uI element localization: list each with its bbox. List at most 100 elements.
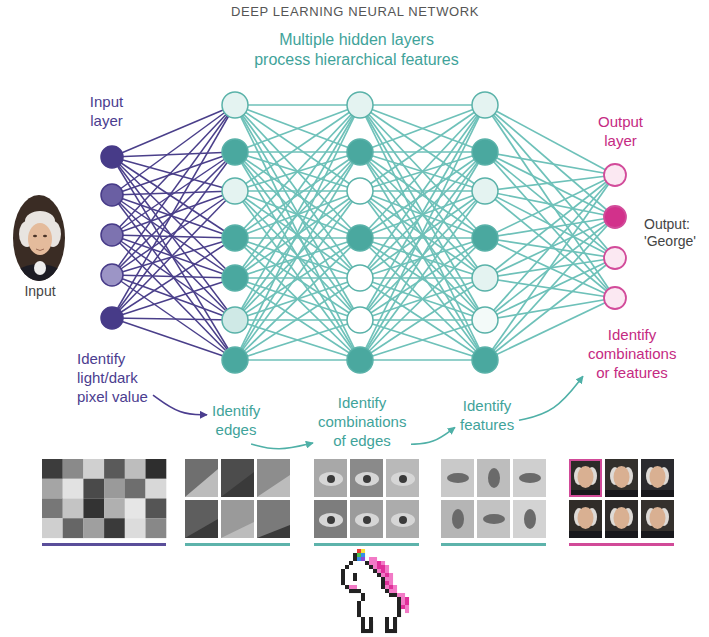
feature-blob (399, 516, 407, 524)
stage-label: Identify edges (209, 398, 263, 442)
unicorn-pixel (373, 573, 377, 577)
unicorn-pixel (377, 617, 381, 621)
unicorn-pixel (385, 593, 389, 597)
unicorn-pixel (357, 581, 361, 585)
feature-tile (314, 459, 347, 497)
unicorn-pixel (381, 569, 385, 573)
unicorn-pixel (365, 581, 369, 585)
connection-line (360, 191, 485, 278)
tile-ground (641, 500, 674, 538)
unicorn-pixel (381, 573, 385, 577)
tile-ground (477, 459, 510, 497)
unicorn-pixel (345, 581, 349, 585)
portrait-eye (33, 235, 37, 237)
connection-line (112, 235, 235, 320)
connection-line (112, 195, 235, 360)
face-coat (569, 531, 602, 538)
label-box: Output: 'George' (644, 216, 696, 250)
tile-ground (605, 459, 638, 497)
neuron (101, 307, 123, 329)
unicorn-pixel (361, 585, 365, 589)
unicorn-pixel (357, 561, 361, 565)
label-box: Output layer (598, 112, 643, 150)
unicorn-pixel (365, 593, 369, 597)
unicorn-pixel (373, 601, 377, 605)
unicorn-pixel (341, 573, 345, 577)
connection-line (112, 157, 235, 360)
connection-line (485, 152, 615, 175)
unicorn-pixel (385, 601, 389, 605)
portrait-eye (43, 235, 47, 237)
connection-line (235, 152, 360, 360)
unicorn-sprite (341, 549, 409, 633)
unicorn-pixel (361, 621, 365, 625)
connection-line (235, 152, 360, 320)
unicorn-pixel (389, 609, 393, 613)
pixel-tile (104, 518, 125, 538)
unicorn-pixel (361, 573, 365, 577)
pixel-tile (104, 499, 125, 519)
unicorn-pixel (353, 585, 357, 589)
face-skin (614, 507, 630, 529)
stage-label: Identify light/dark pixel value (74, 346, 151, 409)
connection-line (360, 152, 485, 320)
unicorn-pixel (393, 629, 397, 633)
connection-line (235, 191, 360, 360)
unicorn-pixel (393, 601, 397, 605)
connection-line (360, 278, 485, 360)
portrait-ground (10, 192, 70, 284)
connection-line (485, 258, 615, 360)
unicorn-pixel (385, 565, 389, 569)
unicorn-pixel (381, 601, 385, 605)
pixel-tile (146, 499, 167, 519)
tile-ground (569, 459, 602, 497)
unicorn-pixel (377, 573, 381, 577)
face-coat (605, 531, 638, 538)
unicorn-pixel (361, 565, 365, 569)
unicorn-pixel (381, 593, 385, 597)
group-underline (569, 543, 674, 546)
connection-line (112, 278, 235, 318)
edge-shade (257, 525, 290, 538)
connection-line (360, 320, 485, 360)
unicorn-pixel (357, 549, 361, 553)
unicorn-pixel (397, 597, 401, 601)
unicorn-pixel (369, 601, 373, 605)
unicorn-pixel (373, 577, 377, 581)
connection-line (112, 105, 235, 318)
unicorn-pixel (361, 577, 365, 581)
unicorn-pixel (369, 613, 373, 617)
unicorn-pixel (357, 573, 361, 577)
connection-line (235, 152, 360, 360)
pixel-tile (146, 518, 167, 538)
unicorn-pixel (369, 617, 373, 621)
connection-line (235, 278, 360, 360)
unicorn-pixel (365, 605, 369, 609)
label-text: Input layer (89, 92, 124, 130)
unicorn-pixel (385, 609, 389, 613)
unicorn-pixel (361, 629, 365, 633)
face-coat (605, 490, 638, 497)
unicorn-pixel (373, 585, 377, 589)
unicorn-pixel (373, 557, 377, 561)
unicorn-pixel (393, 613, 397, 617)
connection-line (112, 152, 235, 157)
unicorn-pixel (389, 625, 393, 629)
group-underline (314, 543, 419, 546)
unicorn-pixel (405, 597, 409, 601)
unicorn-pixel (393, 617, 397, 621)
unicorn-pixel (357, 565, 361, 569)
face-skin (578, 507, 594, 529)
tile-ground (350, 459, 383, 497)
neuron (347, 92, 373, 118)
connection-line (485, 175, 615, 360)
flow-arrow (251, 443, 313, 449)
neuron (222, 178, 248, 204)
connection-line (485, 217, 615, 360)
tile-ground (221, 500, 254, 538)
unicorn-pixel (397, 601, 401, 605)
unicorn-pixel (385, 617, 389, 621)
unicorn-pixel (365, 617, 369, 621)
